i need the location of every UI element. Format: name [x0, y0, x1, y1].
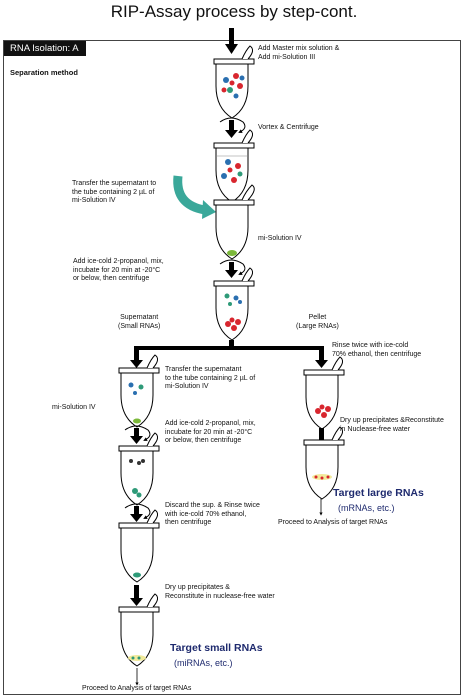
label-mi-solution-iv: mi-Solution IV: [258, 235, 302, 242]
step-left-transfer: Transfer the supernatant to the tube con…: [165, 366, 256, 391]
tube-right-2: [303, 426, 345, 500]
label-supernatant: Supernatant (Small RNAs): [118, 314, 161, 330]
split-connector: [130, 340, 328, 368]
step-right-rinse: Rinse twice with ice-cold 70% ethanol, t…: [332, 342, 422, 358]
tube-2: [213, 129, 255, 203]
step-vortex: Vortex & Centrifuge: [258, 124, 319, 131]
tube-left-3: [118, 509, 160, 583]
arrow-left-3: [130, 585, 143, 606]
tube-left-2: [118, 432, 160, 506]
step-transfer-supernatant: Transfer the supernatant to the tube con…: [72, 180, 157, 205]
target-small-rnas-sub: (miRNAs, etc.): [174, 658, 233, 668]
transfer-arrow: [173, 175, 216, 219]
tube-4: [213, 267, 255, 341]
tube-right-1: [303, 356, 345, 430]
arrow-vortex: [219, 117, 246, 138]
step-add-master-mix: Add Master mix solution & Add mi-Solutio…: [258, 45, 340, 61]
step-add-propanol: Add ice-cold 2-propanol, mix, incubate f…: [73, 258, 164, 283]
label-pellet: Pellet (Large RNAs): [296, 314, 339, 330]
tube-1: [213, 45, 255, 119]
target-small-rnas: Target small RNAs: [170, 642, 263, 654]
target-large-rnas-sub: (mRNAs, etc.): [338, 503, 395, 513]
step-left-discard: Discard the sup. & Rinse twice with ice-…: [165, 502, 260, 527]
final-left: Proceed to Analysis of target RNAs: [82, 685, 192, 692]
page-title: RIP-Assay process by step-cont.: [110, 2, 358, 21]
final-right: Proceed to Analysis of target RNAs: [278, 519, 388, 526]
section-tab: RNA Isolation: A: [4, 41, 86, 56]
tube-left-4: [118, 593, 160, 667]
tube-left-1: [118, 354, 160, 428]
target-large-rnas: Target large RNAs: [333, 487, 424, 499]
tube-3: [213, 184, 255, 260]
arrow-top: [225, 28, 238, 54]
arrow-left-1: [124, 425, 151, 444]
step-left-propanol: Add ice-cold 2-propanol, mix, incubate f…: [165, 420, 256, 445]
arrow-left-2: [124, 503, 151, 522]
step-left-dry-up: Dry up precipitates & Reconstitute in nu…: [165, 584, 275, 600]
arrow-to-tube-4: [219, 259, 246, 278]
step-right-dry-up: Dry up precipitates &Reconstitute in Nuc…: [340, 417, 444, 433]
label-left-mi-solution-iv: mi-Solution IV: [52, 404, 96, 411]
section-subtitle: Separation method: [10, 68, 78, 77]
